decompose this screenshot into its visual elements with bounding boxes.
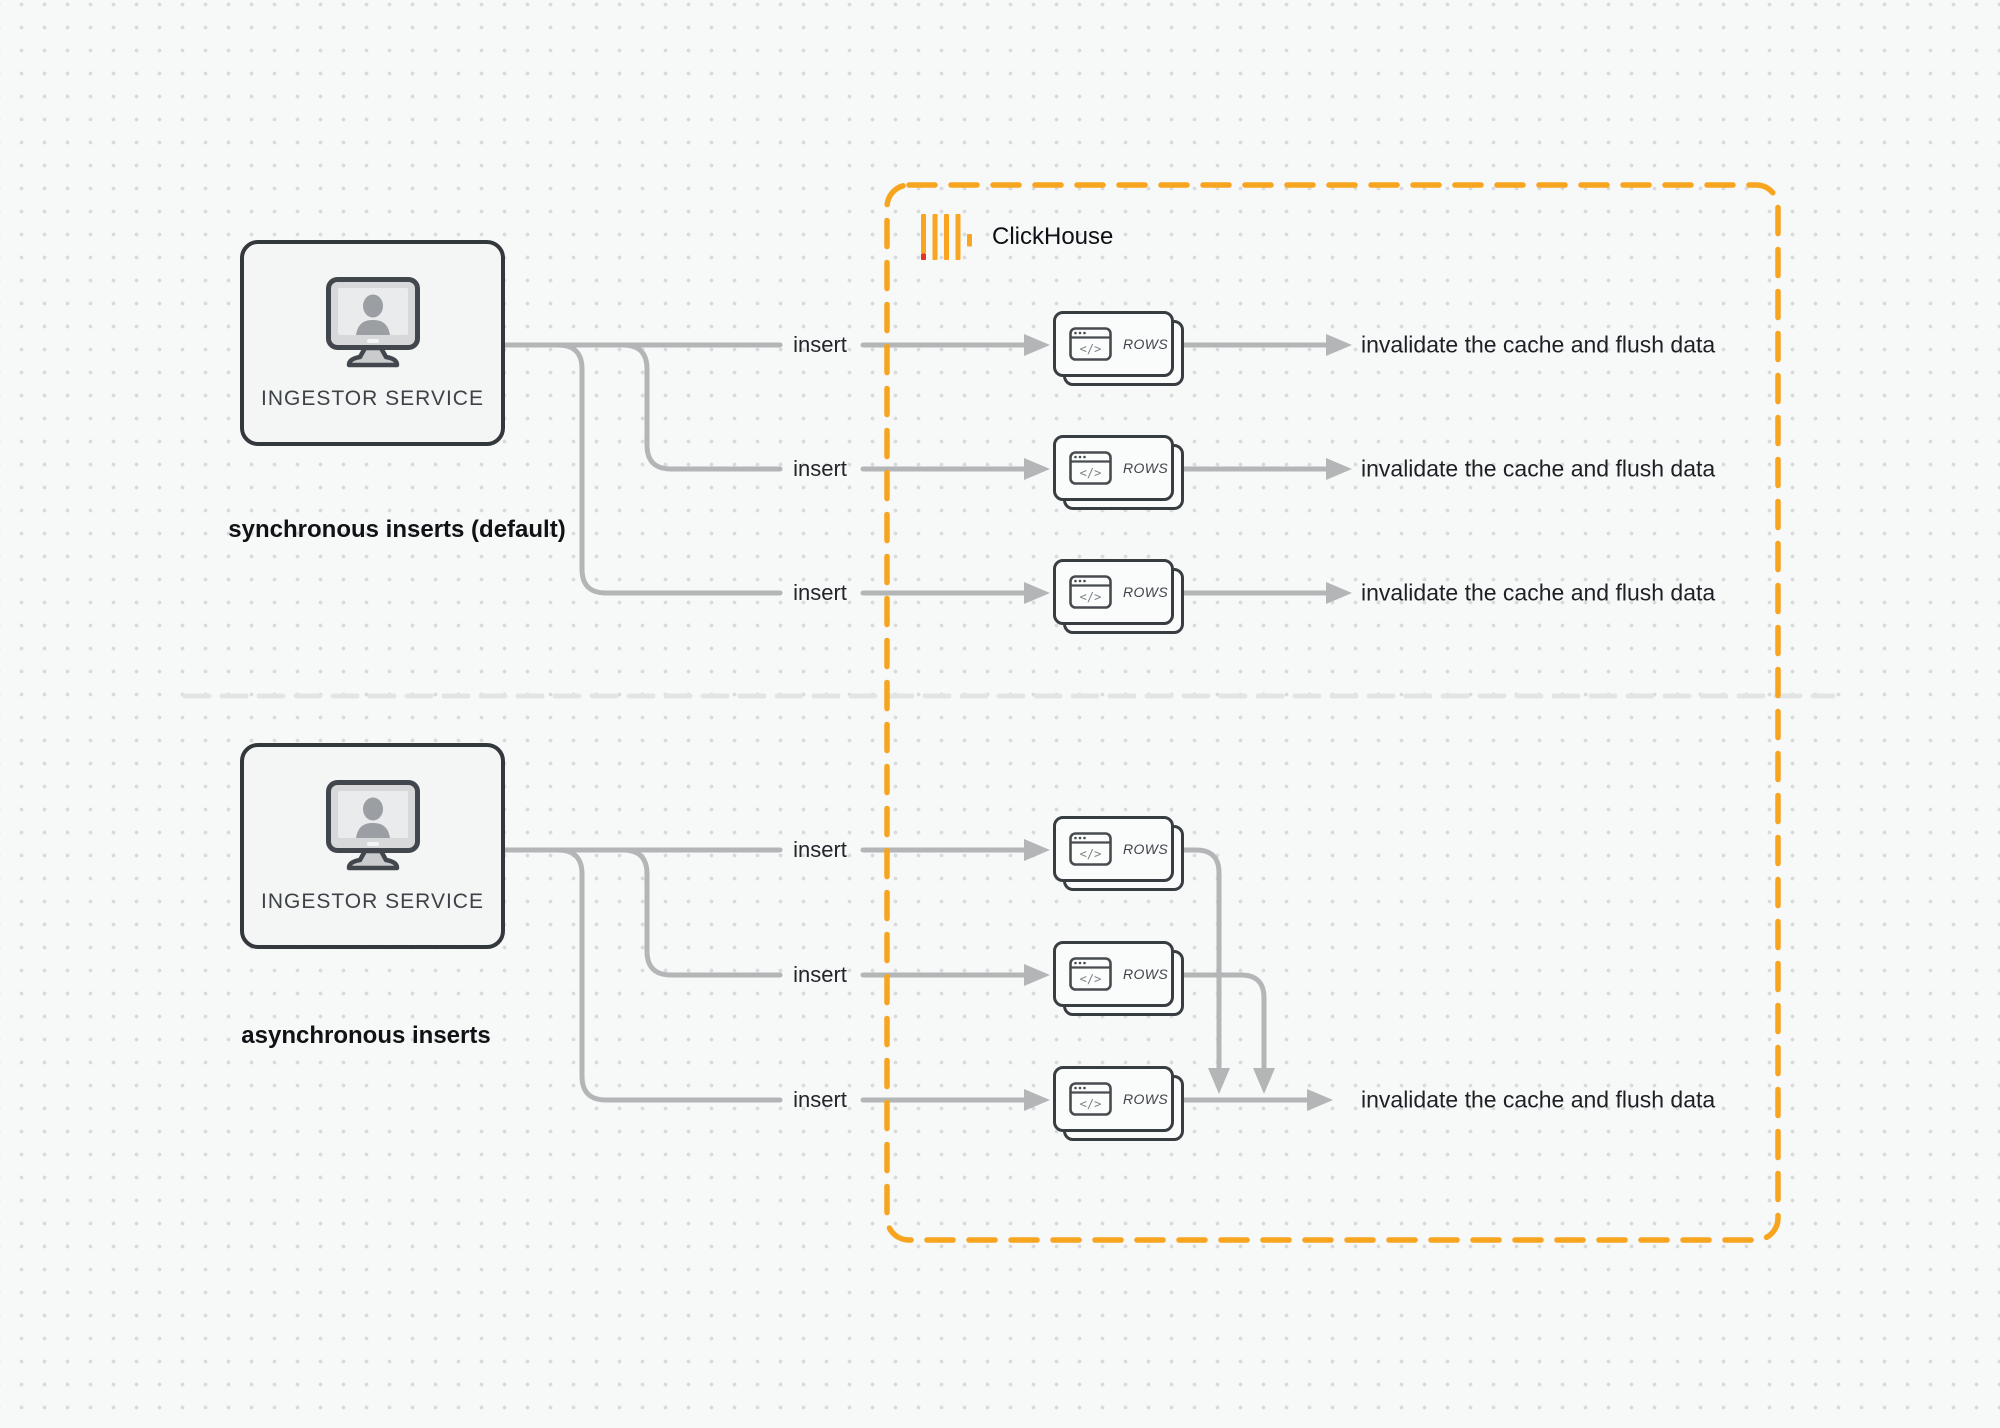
- clickhouse-logo: ClickHouse: [921, 214, 1113, 260]
- invalidate-cache-label: invalidate the cache and flush data: [1361, 455, 1716, 482]
- rows-card-front: </> ROWS: [1053, 435, 1174, 501]
- rows-card: </> ROWS: [1053, 941, 1188, 1019]
- rows-label: ROWS: [1123, 584, 1169, 600]
- rows-card: </> ROWS: [1053, 311, 1188, 389]
- arrowhead-icon: [1326, 582, 1352, 604]
- insert-label: insert: [793, 837, 847, 862]
- rows-card: </> ROWS: [1053, 816, 1188, 894]
- rows-label: ROWS: [1123, 1091, 1169, 1107]
- arrowhead-icon: [1024, 839, 1050, 861]
- invalidate-cache-label: invalidate the cache and flush data: [1361, 579, 1716, 606]
- sync-connectors: [502, 334, 1352, 604]
- insert-label: insert: [793, 332, 847, 357]
- code-window-icon: </>: [1069, 575, 1112, 609]
- rows-label: ROWS: [1123, 336, 1169, 352]
- arrowhead-icon: [1307, 1089, 1333, 1111]
- arrowhead-icon: [1253, 1068, 1275, 1094]
- svg-text:</>: </>: [1080, 847, 1102, 861]
- rows-label: ROWS: [1123, 460, 1169, 476]
- clickhouse-bars-icon: [921, 214, 972, 260]
- async-connectors: [502, 839, 1333, 1111]
- monitor-user-icon: [325, 277, 420, 368]
- ingestor-service-label: INGESTOR SERVICE: [261, 890, 484, 913]
- svg-text:</>: </>: [1080, 466, 1102, 480]
- arrowhead-icon: [1024, 1089, 1050, 1111]
- rows-card-front: </> ROWS: [1053, 816, 1174, 882]
- ingestor-service-box-sync: INGESTOR SERVICE: [240, 240, 505, 446]
- arrowhead-icon: [1326, 334, 1352, 356]
- caption-synchronous-inserts: synchronous inserts (default): [228, 516, 566, 543]
- ingestor-service-label: INGESTOR SERVICE: [261, 387, 484, 410]
- code-window-icon: </>: [1069, 327, 1112, 361]
- insert-label: insert: [793, 1087, 847, 1112]
- svg-text:</>: </>: [1080, 1097, 1102, 1111]
- arrowhead-icon: [1024, 964, 1050, 986]
- arrowhead-icon: [1024, 582, 1050, 604]
- rows-label: ROWS: [1123, 841, 1169, 857]
- arrowhead-icon: [1024, 458, 1050, 480]
- arrowhead-icon: [1024, 334, 1050, 356]
- svg-text:</>: </>: [1080, 342, 1102, 356]
- rows-card-front: </> ROWS: [1053, 311, 1174, 377]
- rows-card-front: </> ROWS: [1053, 559, 1174, 625]
- ingestor-service-box-async: INGESTOR SERVICE: [240, 743, 505, 949]
- insert-label: insert: [793, 580, 847, 605]
- code-window-icon: </>: [1069, 451, 1112, 485]
- rows-card: </> ROWS: [1053, 559, 1188, 637]
- rows-label: ROWS: [1123, 966, 1169, 982]
- code-window-icon: </>: [1069, 1082, 1112, 1116]
- arrowhead-icon: [1208, 1068, 1230, 1094]
- rows-card: </> ROWS: [1053, 435, 1188, 513]
- monitor-user-icon: [325, 780, 420, 871]
- code-window-icon: </>: [1069, 957, 1112, 991]
- insert-label: insert: [793, 962, 847, 987]
- clickhouse-label: ClickHouse: [992, 223, 1114, 250]
- arrowhead-icon: [1326, 458, 1352, 480]
- invalidate-cache-label: invalidate the cache and flush data: [1361, 1086, 1716, 1113]
- clickhouse-boundary-box: [884, 182, 1781, 1243]
- svg-text:</>: </>: [1080, 590, 1102, 604]
- invalidate-cache-label: invalidate the cache and flush data: [1361, 331, 1716, 358]
- caption-asynchronous-inserts: asynchronous inserts: [241, 1022, 491, 1049]
- rows-card-front: </> ROWS: [1053, 941, 1174, 1007]
- rows-card: </> ROWS: [1053, 1066, 1188, 1144]
- code-window-icon: </>: [1069, 832, 1112, 866]
- rows-card-front: </> ROWS: [1053, 1066, 1174, 1132]
- svg-text:</>: </>: [1080, 972, 1102, 986]
- insert-label: insert: [793, 456, 847, 481]
